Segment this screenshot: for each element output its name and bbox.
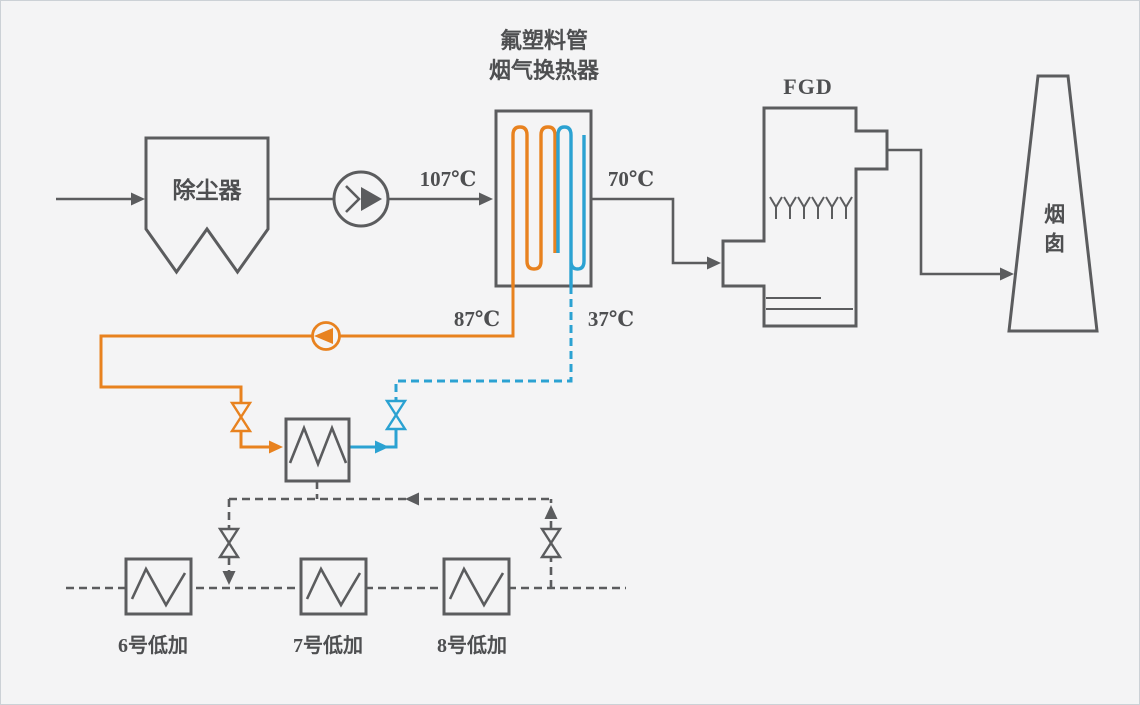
flue-gas-heat-exchanger [494,109,593,288]
bypass-lines [227,481,553,588]
chimney [1007,74,1099,333]
flow-arrow-inlet [131,192,145,206]
hot-water-valve-icon [229,401,253,433]
fan-blade [361,187,382,211]
lp-heater-8 [442,557,511,616]
flow-arrow-cold-outlet [375,440,389,454]
valve-upper-triangle [229,401,253,420]
cold-water-from-exchanger-line [349,429,398,449]
dust-collector-body [144,136,270,275]
chimney-body [1007,74,1099,333]
dust-collector [144,136,270,275]
heat-transfer-zigzag [130,566,187,608]
cold-water-coil [556,125,586,287]
cold-water-valve-icon [384,399,408,431]
heat-exchanger-title-line2: 烟气换热器 [488,58,600,83]
flow-arrow-return-down [222,571,236,585]
hot-water-to-exchanger-line [239,431,269,449]
duct-hx-to-fgd [591,197,707,265]
valve-lower-triangle [229,414,253,433]
heat-exchanger-shell [494,109,593,288]
liquid-level-lines [766,297,853,310]
spray-nozzles-icon [769,196,853,219]
lp-heater-7-shell [299,557,368,616]
flow-arrow-extract-up [544,505,558,519]
flow-arrow-hot-inlet [269,440,283,454]
heat-transfer-zigzag [305,566,362,608]
heat-transfer-zigzag [448,566,505,608]
temp-water-cold: 37℃ [587,307,635,331]
lp-heater-6 [124,557,193,616]
valve-upper-triangle [384,399,408,418]
fgd-label: FGD [783,74,833,99]
lp-heater-8-label: 8号低加 [437,635,507,657]
hot-water-supply-line [99,286,515,403]
cold-water-return-line [394,286,573,401]
flow-arrow-hx-inlet [479,192,493,206]
lp-heater-6-label: 6号低加 [118,635,188,657]
lp-heater-7-label: 7号低加 [293,635,363,657]
flow-arrow-chimney-inlet [1000,267,1014,281]
condensate-bypass-circuit [217,481,563,588]
lp-heater-7 [299,557,368,616]
lp-heater-8-shell [442,557,511,616]
valve-lower-triangle [384,412,408,431]
lp-heater-6-shell [124,557,193,616]
valve-upper-triangle [217,527,241,546]
temp-hx-gas-outlet: 70℃ [607,167,655,191]
hot-water-circuit [99,286,515,454]
dust-collector-label: 除尘器 [172,178,242,203]
valve-upper-triangle [539,527,563,546]
fgd-absorber [721,106,889,328]
pump-impeller [314,328,333,344]
temp-water-hot: 87℃ [453,307,501,331]
temp-fan-outlet: 107℃ [419,167,477,191]
cold-water-circuit [349,286,573,454]
induced-draft-fan-icon [332,170,390,228]
water-heat-exchanger [284,417,351,483]
hot-water-coil [511,125,557,287]
flow-arrow-to-exchanger [405,492,419,506]
flue-gas-path [56,148,1014,281]
heat-transfer-zigzag [288,424,348,468]
valve-lower-triangle [539,540,563,559]
duct-fgd-to-chimney [887,148,1001,276]
flow-arrow-fgd-inlet [707,256,721,270]
valve-lower-triangle [217,540,241,559]
heat-exchanger-title-line1: 氟塑料管 [499,28,589,53]
chimney-label: 烟囱 [1041,203,1066,261]
fan-inlet-vane [345,185,361,213]
condensate-extract-valve-icon [539,527,563,559]
condensate-return-valve-icon [217,527,241,559]
